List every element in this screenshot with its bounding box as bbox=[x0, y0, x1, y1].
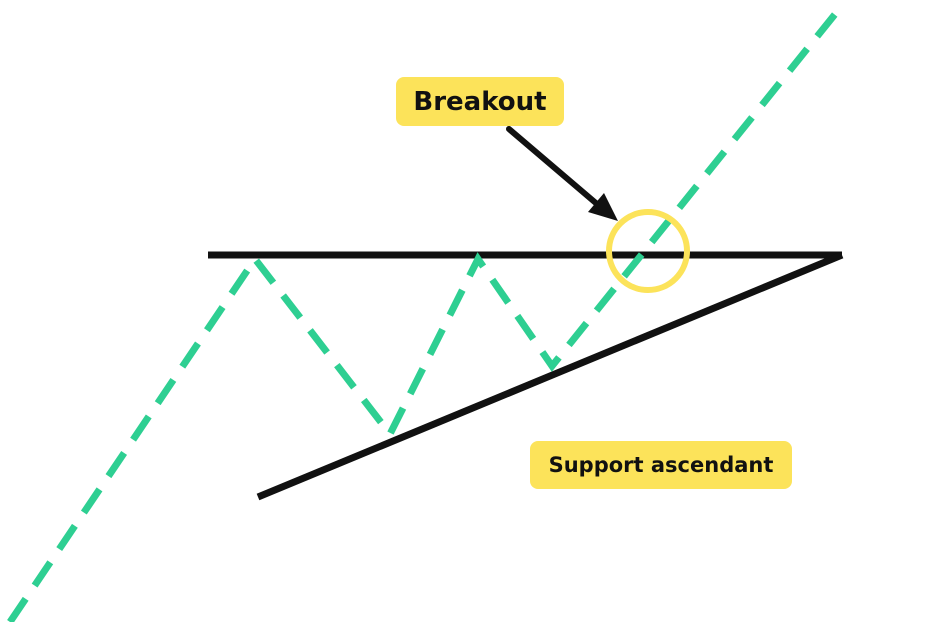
breakout-arrow bbox=[506, 126, 600, 207]
arrow-head bbox=[588, 193, 618, 221]
support-label-text: Support ascendant bbox=[548, 453, 774, 477]
support-label: Support ascendant bbox=[530, 441, 792, 489]
breakout-label: Breakout bbox=[396, 77, 564, 126]
breakout-label-text: Breakout bbox=[413, 86, 547, 117]
support-line bbox=[256, 251, 844, 501]
breakout-circle bbox=[606, 209, 690, 293]
price-path bbox=[7, 5, 843, 622]
